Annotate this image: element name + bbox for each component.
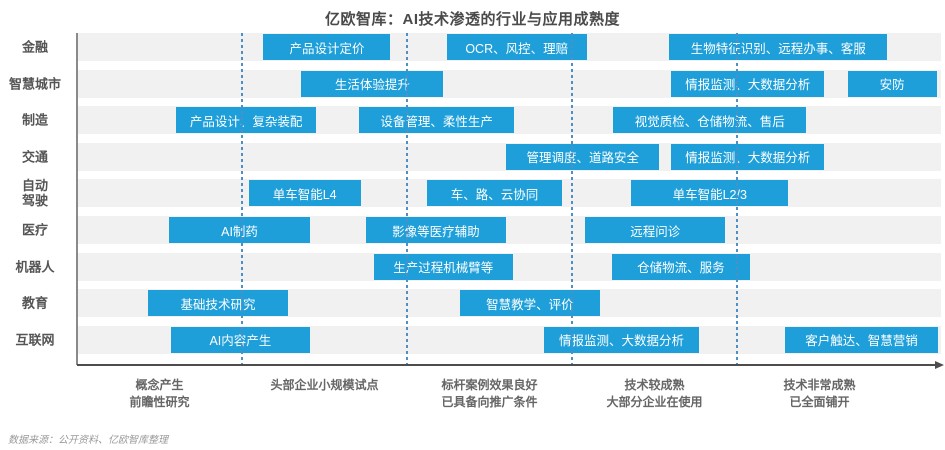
row-label: 智慧城市 [8, 76, 61, 92]
maturity-box: AI制药 [169, 217, 310, 243]
maturity-box: 影像等医疗辅助 [365, 217, 506, 243]
stage-divider [571, 33, 573, 365]
stage-label: 技术非常成熟 已全面铺开 [783, 378, 856, 409]
maturity-box: 管理调度、道路安全 [506, 143, 660, 170]
stage-label: 技术较成熟 大部分企业在使用 [606, 378, 703, 409]
row-label: 交通 [21, 149, 48, 165]
maturity-box: 情报监测、大数据分析 [671, 70, 825, 97]
maturity-box: 单车智能L2/3 [631, 180, 789, 207]
maturity-box: 生产过程机械臂等 [374, 253, 513, 280]
maturity-box: 情报监测、大数据分析 [543, 326, 700, 353]
maturity-box: 情报监测、大数据分析 [671, 143, 825, 170]
stage-divider [241, 33, 243, 365]
maturity-box: 视觉质检、仓储物流、售后 [613, 107, 807, 134]
row-label: 教育 [21, 295, 48, 311]
data-source-note: 数据来源：公开资料、亿欧智库整理 [8, 435, 168, 446]
chart-title: 亿欧智库：AI技术渗透的行业与应用成熟度 [324, 11, 620, 28]
maturity-box: 产品设计定价 [263, 34, 391, 60]
stage-divider [736, 33, 738, 365]
maturity-box: AI内容产生 [171, 326, 310, 353]
maturity-box: 智慧教学、评价 [459, 290, 601, 317]
maturity-box: 单车智能L4 [248, 180, 361, 207]
stage-label: 标杆案例效果良好 已具备向推广条件 [441, 378, 538, 409]
row-label: 制造 [21, 112, 48, 128]
row-label: 自动 驾驶 [21, 178, 48, 209]
x-axis-line [77, 364, 937, 366]
maturity-box: 车、路、云协同 [426, 180, 563, 207]
maturity-box: 远程问诊 [585, 217, 726, 243]
stage-divider [406, 33, 408, 365]
maturity-box: 生物特征识别、远程办事、客服 [669, 34, 888, 60]
row-label: 医疗 [21, 222, 48, 238]
maturity-box: 基础技术研究 [147, 290, 289, 317]
maturity-box: 产品设计、复杂装配 [176, 107, 317, 134]
maturity-box: OCR、风控、理赔 [446, 34, 587, 60]
y-axis-line [76, 33, 78, 365]
maturity-box: 客户触达、智慧营销 [784, 326, 939, 353]
maturity-box: 设备管理、柔性生产 [359, 107, 515, 134]
axis-arrow-icon [935, 361, 944, 369]
row-label: 互联网 [15, 332, 55, 348]
maturity-box: 安防 [847, 70, 937, 97]
maturity-box: 仓储物流、服务 [611, 253, 751, 280]
stage-label: 概念产生 前瞻性研究 [129, 378, 190, 409]
row-label: 金融 [21, 39, 48, 55]
maturity-box: 生活体验提升 [301, 70, 444, 97]
row-label: 机器人 [15, 259, 55, 275]
stage-label: 头部企业小规模试点 [270, 378, 379, 392]
